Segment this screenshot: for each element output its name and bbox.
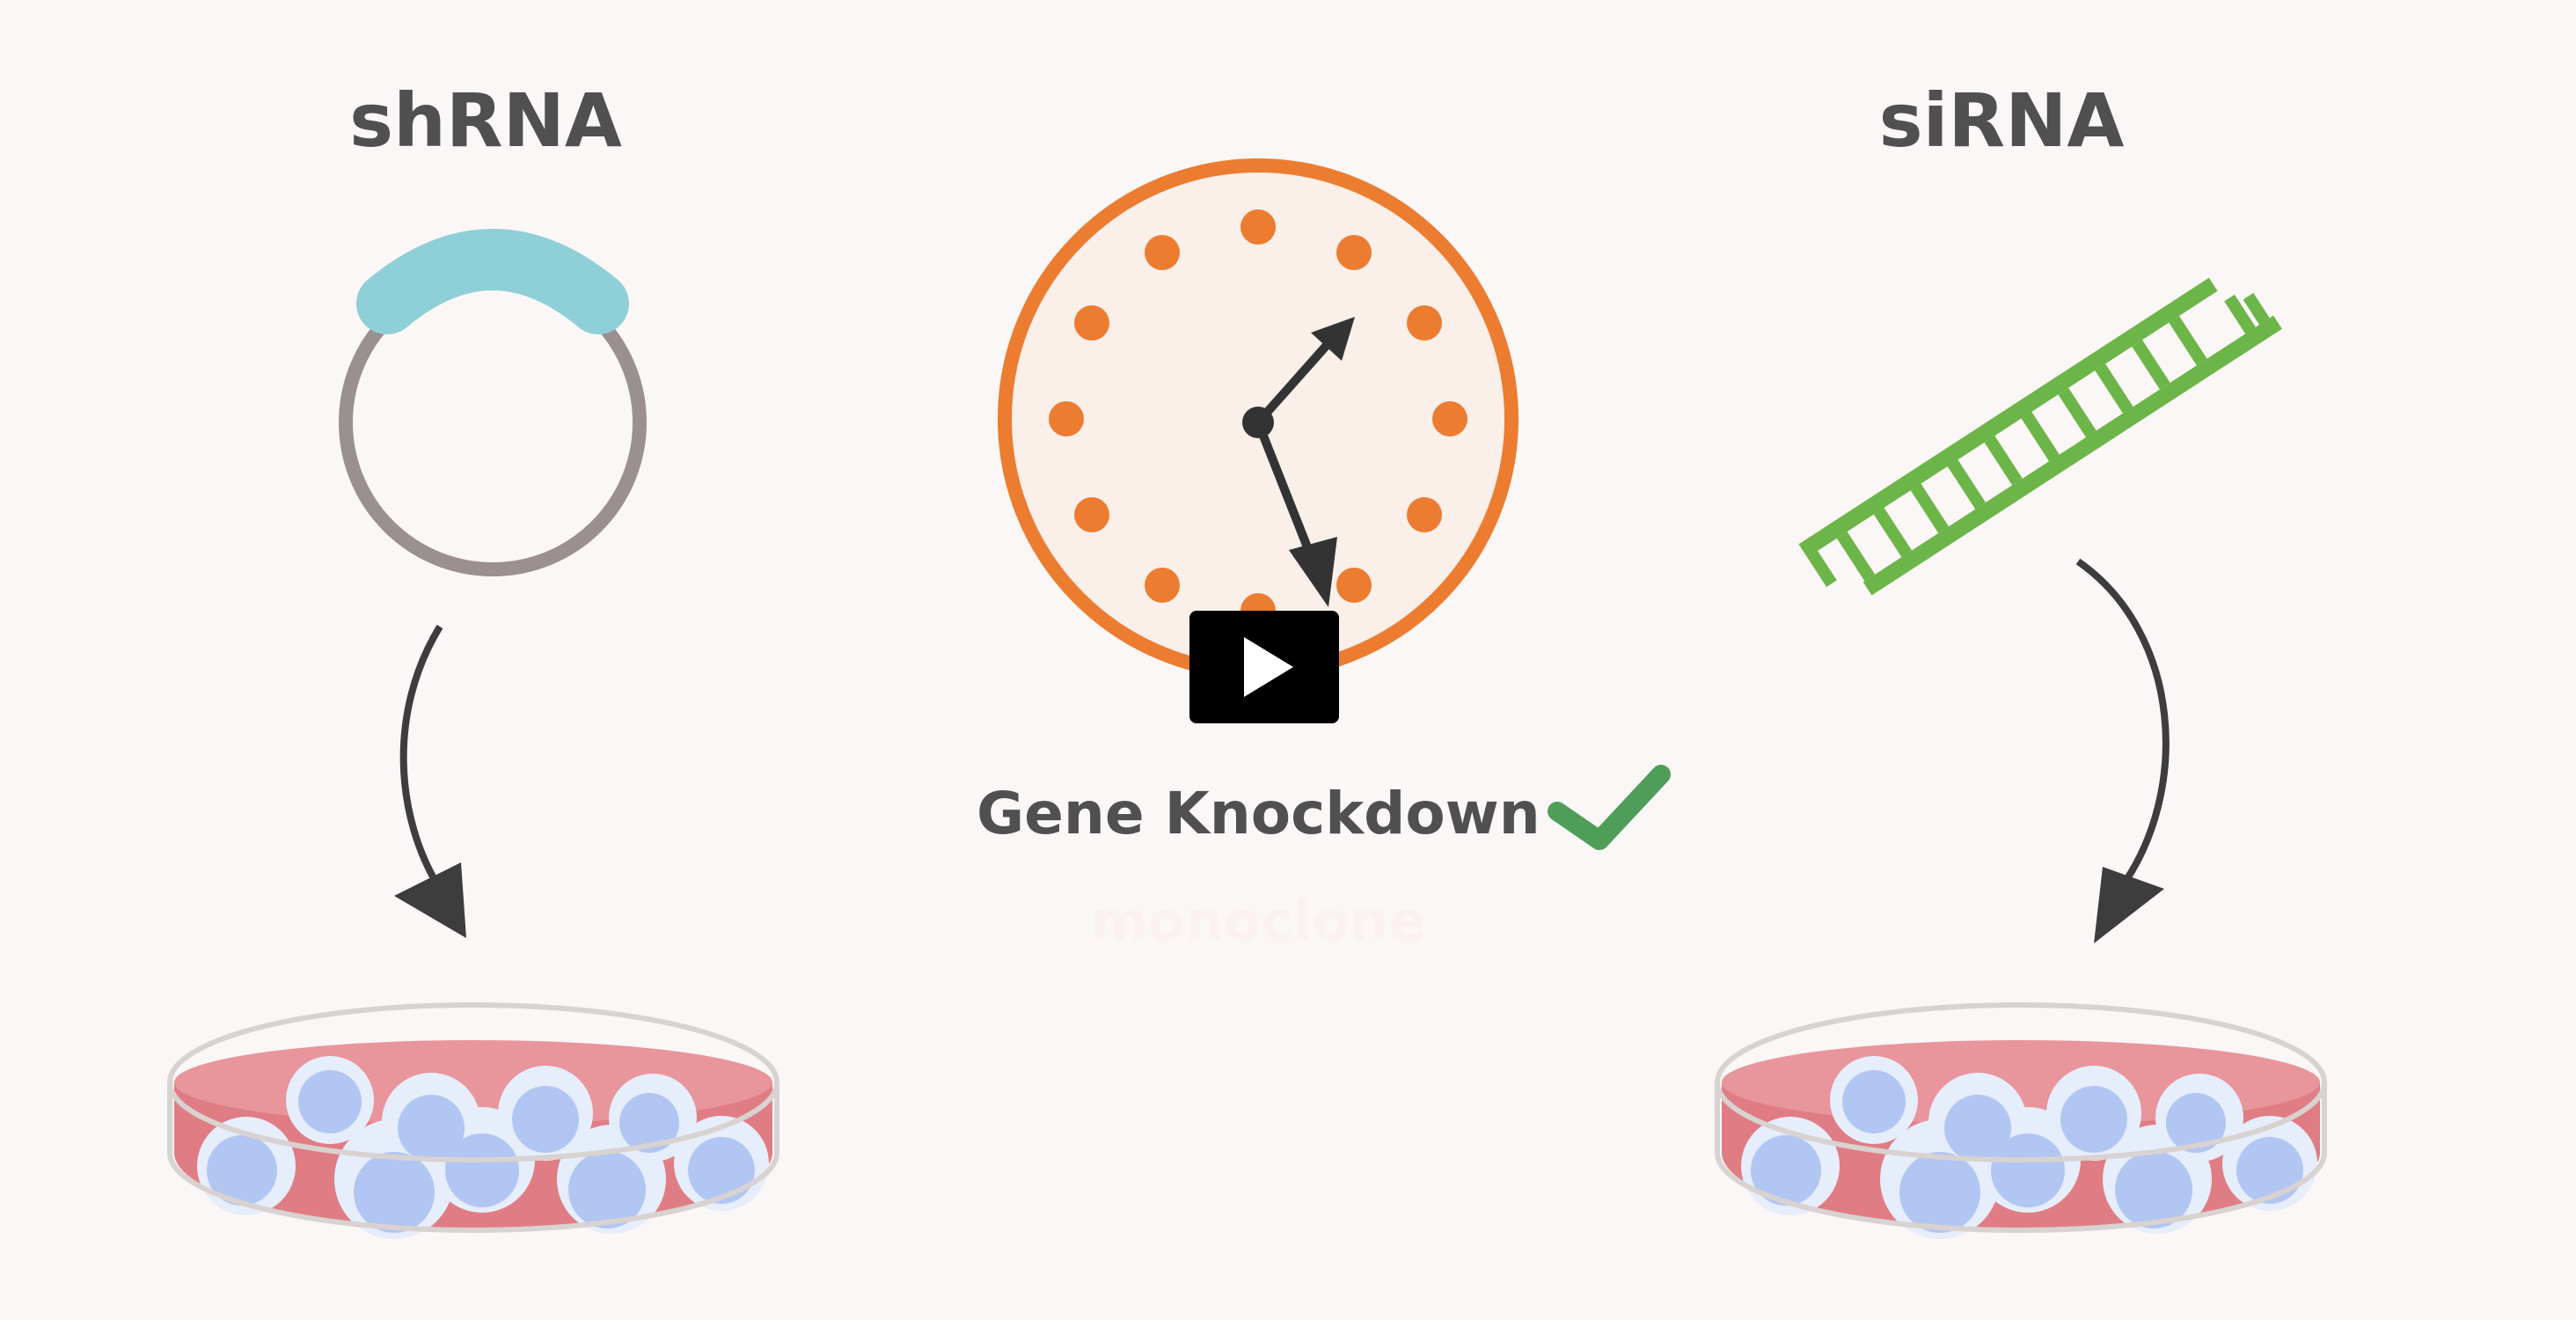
play-button[interactable] (1189, 611, 1339, 723)
plasmid-icon (339, 229, 647, 576)
petri-dish-icon (1715, 1002, 2327, 1239)
clock-icon (998, 158, 1519, 679)
curved-arrow-icon (394, 624, 466, 938)
play-icon (1244, 637, 1293, 697)
shrna-title: shRNA (349, 77, 622, 164)
gene-knockdown-label: Gene Knockdown (977, 780, 1540, 847)
checkmark-icon (1548, 765, 1671, 850)
sirna-title: siRNA (1878, 77, 2125, 164)
petri-dish-icon (167, 1002, 779, 1239)
curved-arrow-icon (2075, 558, 2170, 943)
faded-caption: monoclone (1090, 889, 1426, 953)
double-strand-rna-icon (1798, 277, 2282, 596)
